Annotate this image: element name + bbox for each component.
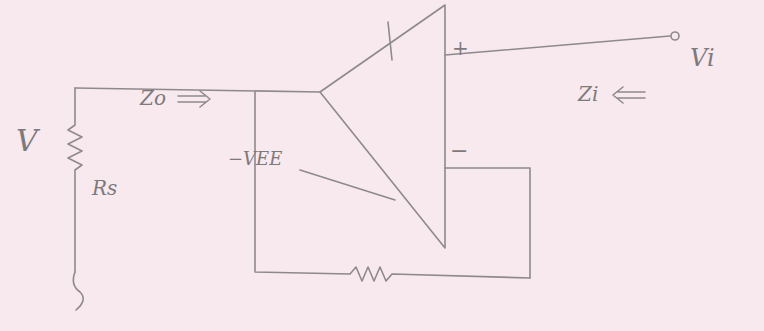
supply-label: −VEE [228, 150, 282, 168]
supply-line [300, 170, 395, 200]
impedance-label: Zi [578, 84, 598, 104]
terminal-label: Vi [690, 46, 715, 70]
terminal [671, 32, 679, 40]
impedance-label: Zo [140, 88, 166, 108]
feedback-resistor [255, 92, 530, 281]
impedance-arrow [613, 87, 645, 103]
impedance-arrow [178, 91, 210, 107]
resistor-label: Rs [92, 178, 117, 198]
wire [445, 36, 670, 55]
op-amp-triangle [320, 5, 445, 248]
voltage-label: V [16, 126, 38, 156]
pin-sign: + [452, 38, 469, 58]
wire [75, 88, 320, 92]
source-resistor [68, 88, 82, 272]
pin-sign: − [450, 140, 468, 162]
wire [445, 168, 530, 278]
ground-squiggle [73, 272, 83, 310]
supply-line [388, 22, 392, 60]
